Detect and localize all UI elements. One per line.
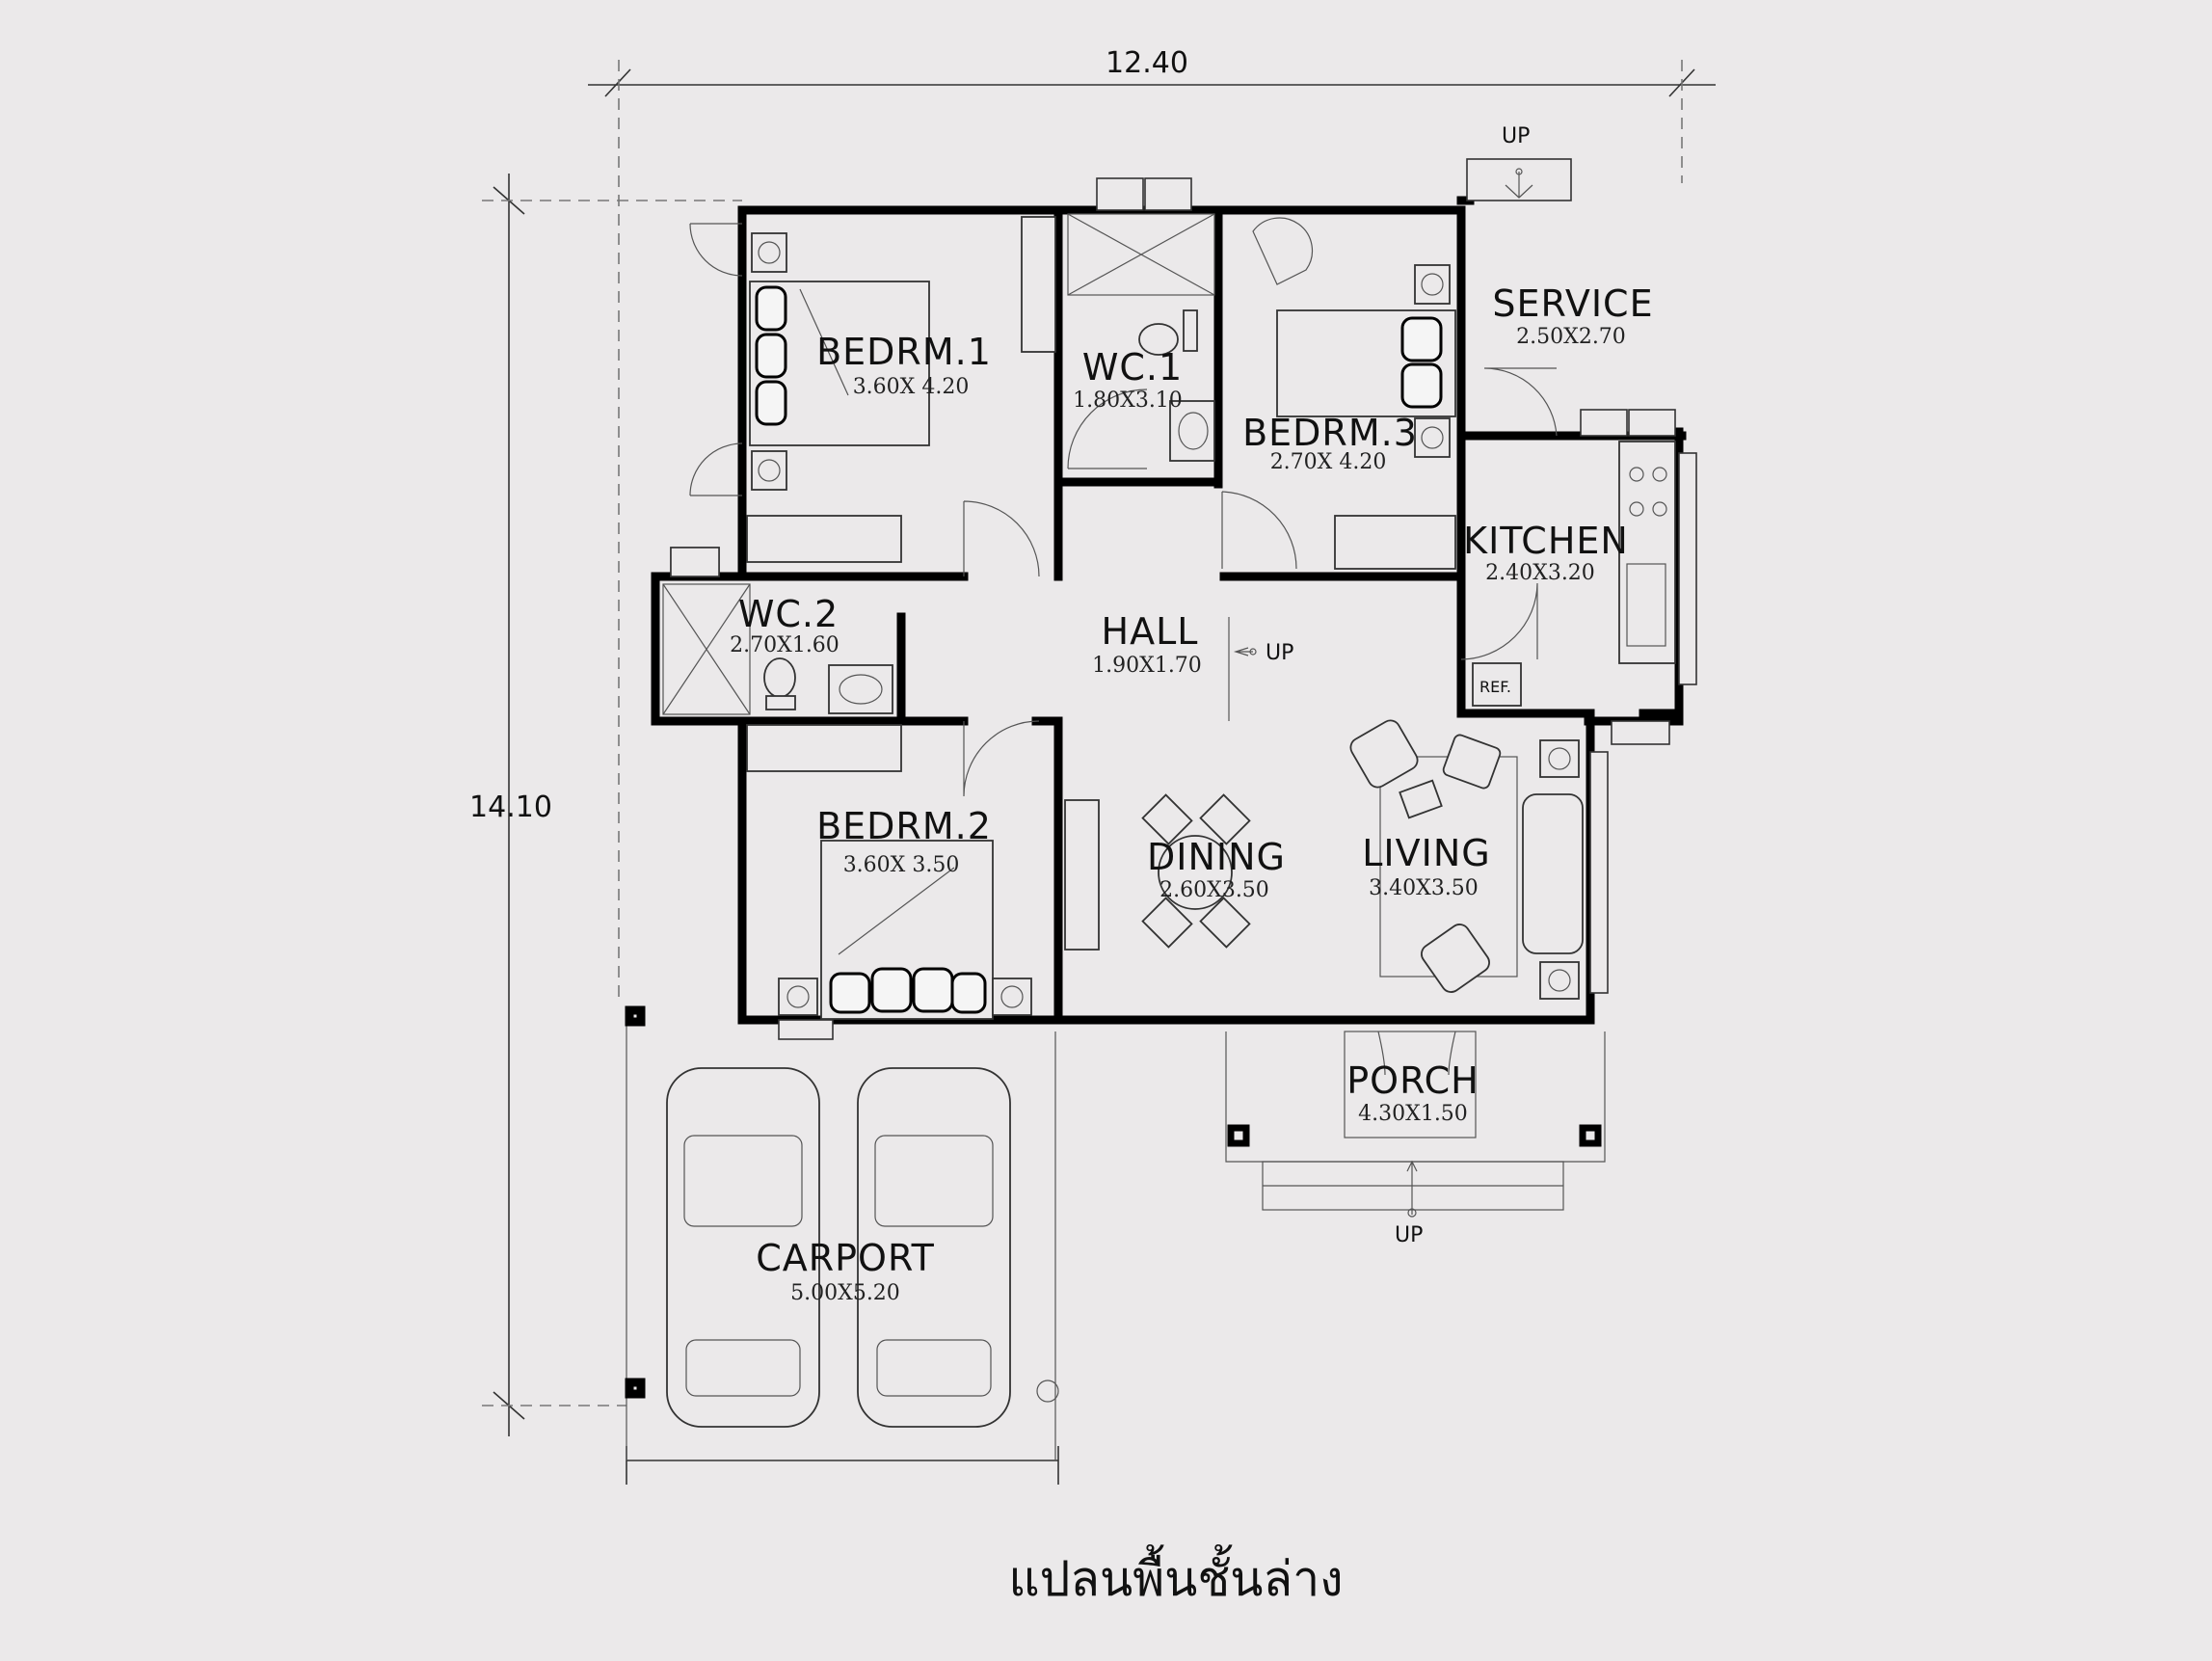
service-name: SERVICE — [1492, 282, 1653, 325]
bedroom1-name: BEDRM.1 — [816, 331, 992, 373]
hall-name: HALL — [1102, 610, 1199, 653]
carport-name: CARPORT — [756, 1237, 935, 1279]
porch-size: 4.30X1.50 — [1358, 1102, 1468, 1126]
plan-caption: แปลนพื้นชั้นล่าง — [1008, 1544, 1343, 1607]
wc2-name: WC.2 — [738, 593, 839, 635]
car-right — [857, 1067, 1011, 1428]
wc2-size: 2.70X1.60 — [730, 633, 839, 657]
kitchen-fixtures — [1472, 441, 1676, 707]
bedroom1-size: 3.60X 4.20 — [853, 375, 970, 399]
up-arrows — [1228, 168, 1533, 721]
wardrobes — [746, 216, 1456, 951]
porch — [1225, 1031, 1606, 1218]
living-set — [1349, 719, 1584, 993]
room-labels: BEDRM.1 3.60X 4.20 WC.1 1.80X3.10 BEDRM.… — [730, 282, 1653, 1305]
kitchen-size: 2.40X3.20 — [1485, 561, 1595, 585]
carport-size: 5.00X5.20 — [790, 1281, 900, 1305]
hall-size: 1.90X1.70 — [1092, 654, 1202, 678]
bedroom2-name: BEDRM.2 — [816, 805, 992, 847]
up-label-hall: UP — [1266, 641, 1293, 665]
porch-name: PORCH — [1346, 1059, 1479, 1102]
kitchen-name: KITCHEN — [1463, 520, 1629, 562]
bedroom1-bed — [749, 281, 930, 446]
car-left — [666, 1067, 820, 1428]
wc2-fixtures — [662, 547, 893, 715]
carport — [625, 1005, 1059, 1460]
bedroom2-bed — [820, 840, 994, 1020]
wc1-size: 1.80X3.10 — [1073, 388, 1183, 413]
height-dimension: 14.10 — [469, 790, 552, 824]
doors — [689, 223, 1558, 797]
living-name: LIVING — [1362, 832, 1490, 874]
dining-set — [1141, 793, 1251, 949]
dimension-lines — [482, 60, 1716, 1485]
bedroom3-bed — [1252, 217, 1456, 417]
bedroom3-size: 2.70X 4.20 — [1270, 450, 1387, 474]
service-size: 2.50X2.70 — [1516, 325, 1626, 349]
up-label-porch: UP — [1395, 1223, 1423, 1247]
living-size: 3.40X3.50 — [1369, 876, 1479, 900]
wc1-name: WC.1 — [1082, 346, 1183, 388]
width-dimension: 12.40 — [1106, 46, 1188, 80]
nightstands — [751, 232, 1580, 1016]
dining-size: 2.60X3.50 — [1159, 878, 1269, 902]
fridge-label: REF. — [1479, 678, 1511, 696]
dining-name: DINING — [1147, 836, 1286, 878]
bedroom2-size: 3.60X 3.50 — [843, 853, 960, 877]
wc1-fixtures — [1067, 213, 1215, 462]
up-label-service: UP — [1502, 124, 1530, 148]
bedroom3-name: BEDRM.3 — [1242, 412, 1418, 454]
